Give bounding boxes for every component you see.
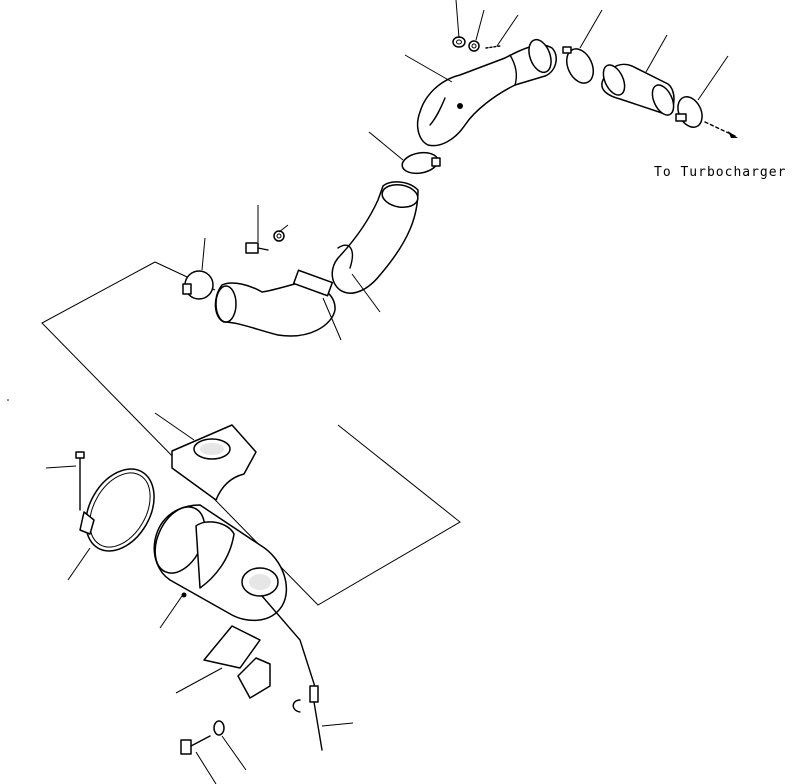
dust-indicator-harness: [261, 595, 323, 751]
upper-elbow-pipe: [416, 38, 557, 147]
band-clamp-bolt: [75, 451, 85, 511]
mounting-bracket: [203, 625, 271, 699]
turbo-connection-hose: [601, 63, 675, 116]
washer-top: [468, 40, 480, 52]
rain-cap: [171, 424, 257, 501]
bottom-bolt: [180, 735, 211, 755]
to-turbocharger-label: To Turbocharger: [654, 165, 786, 180]
hose-clamp-upper: [562, 46, 595, 84]
bolt-middle: [245, 242, 269, 254]
hose-clamp-left: [182, 270, 214, 300]
air-cleaner-body: [153, 504, 288, 621]
hose-clamp-turbo: [675, 96, 703, 128]
hose-clamp-middle: [401, 151, 441, 175]
bottom-washer: [213, 720, 225, 736]
air-cleaner-band-clamp: [79, 468, 155, 552]
leader-lines: [45, 0, 729, 784]
nut: [452, 36, 466, 48]
washer-middle: [273, 230, 285, 242]
lower-elbow-hose: [214, 269, 336, 337]
stud-top: [485, 45, 501, 49]
stray-mark: [7, 399, 9, 401]
turbo-direction-arrow: [704, 121, 738, 138]
curved-intake-hose: [331, 181, 419, 294]
